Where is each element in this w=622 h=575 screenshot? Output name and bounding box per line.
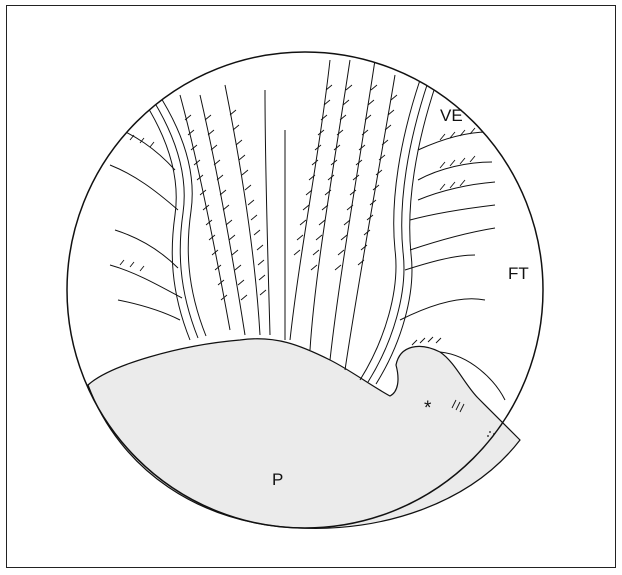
label-p: P — [272, 470, 283, 490]
label-asterisk: * — [424, 398, 431, 420]
p-region — [88, 339, 520, 529]
left-vessel — [140, 90, 206, 340]
left-leaflets — [110, 125, 182, 320]
label-ve: VE — [440, 106, 463, 126]
right-fibers — [290, 60, 395, 370]
label-ft: FT — [508, 264, 529, 284]
right-leaflets — [400, 132, 495, 320]
